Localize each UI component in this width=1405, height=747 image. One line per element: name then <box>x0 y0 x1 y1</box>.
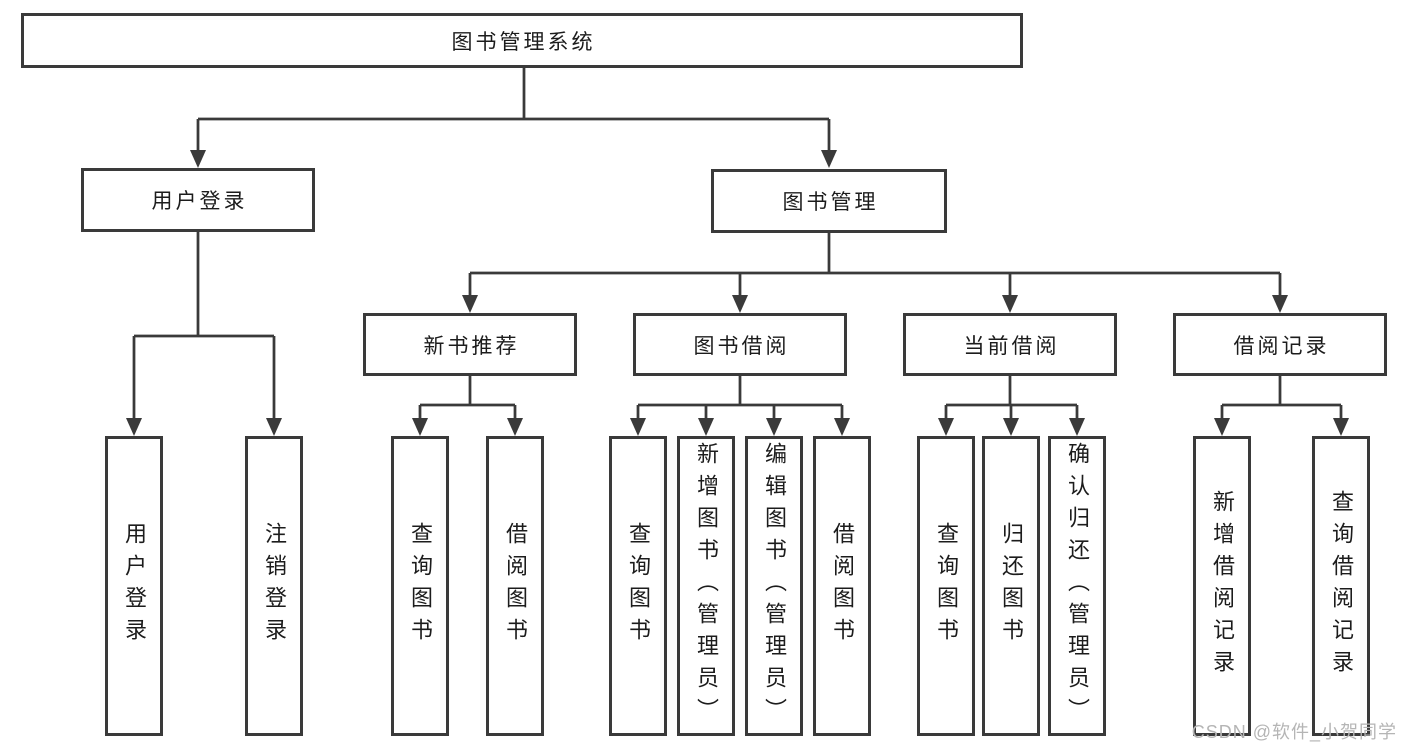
node-label: 用户登录 <box>151 190 248 213</box>
node-leaf-edit-books-admin: 编辑图书（管理员） <box>745 436 803 736</box>
node-leaf-borrow-books-2: 借阅图书 <box>813 436 871 736</box>
node-label: 查询借阅记录 <box>1329 490 1354 682</box>
node-leaf-query-books-1: 查询图书 <box>391 436 449 736</box>
node-leaf-query-books-3: 查询图书 <box>917 436 975 736</box>
node-label: 图书管理系统 <box>451 30 596 54</box>
node-label: 用户登录 <box>122 522 147 650</box>
node-book-management: 图书管理 <box>711 169 947 233</box>
node-leaf-add-borrow-record: 新增借阅记录 <box>1193 436 1251 736</box>
node-new-book-recommend: 新书推荐 <box>363 313 577 376</box>
node-leaf-confirm-return-admin: 确认归还（管理员） <box>1048 436 1106 736</box>
node-leaf-return-books: 归还图书 <box>982 436 1040 736</box>
node-borrowing-records: 借阅记录 <box>1173 313 1387 376</box>
node-library-system: 图书管理系统 <box>21 13 1023 68</box>
node-label: 图书管理 <box>782 191 879 214</box>
node-label: 借阅图书 <box>503 522 528 650</box>
node-book-borrowing: 图书借阅 <box>633 313 847 376</box>
node-leaf-add-books-admin: 新增图书（管理员） <box>677 436 735 736</box>
node-label: 借阅图书 <box>830 522 855 650</box>
node-leaf-query-books-2: 查询图书 <box>609 436 667 736</box>
node-label: 查询图书 <box>408 522 433 650</box>
node-leaf-borrow-books-1: 借阅图书 <box>486 436 544 736</box>
node-leaf-user-login: 用户登录 <box>105 436 163 736</box>
node-current-borrowing: 当前借阅 <box>903 313 1117 376</box>
node-label: 确认归还（管理员） <box>1065 442 1090 730</box>
node-user-login: 用户登录 <box>81 168 315 232</box>
node-leaf-query-borrow-record: 查询借阅记录 <box>1312 436 1370 736</box>
node-label: 编辑图书（管理员） <box>762 442 787 730</box>
node-label: 归还图书 <box>999 522 1024 650</box>
node-label: 查询图书 <box>934 522 959 650</box>
node-label: 借阅记录 <box>1233 334 1330 358</box>
node-label: 新增图书（管理员） <box>694 442 719 730</box>
node-label: 查询图书 <box>626 522 651 650</box>
node-label: 新增借阅记录 <box>1210 490 1235 682</box>
csdn-watermark: CSDN @软件_小贺同学 <box>1191 722 1397 742</box>
node-label: 新书推荐 <box>423 334 520 358</box>
node-label: 注销登录 <box>262 522 287 650</box>
node-label: 当前借阅 <box>963 334 1060 358</box>
node-leaf-logout: 注销登录 <box>245 436 303 736</box>
node-label: 图书借阅 <box>693 334 790 358</box>
